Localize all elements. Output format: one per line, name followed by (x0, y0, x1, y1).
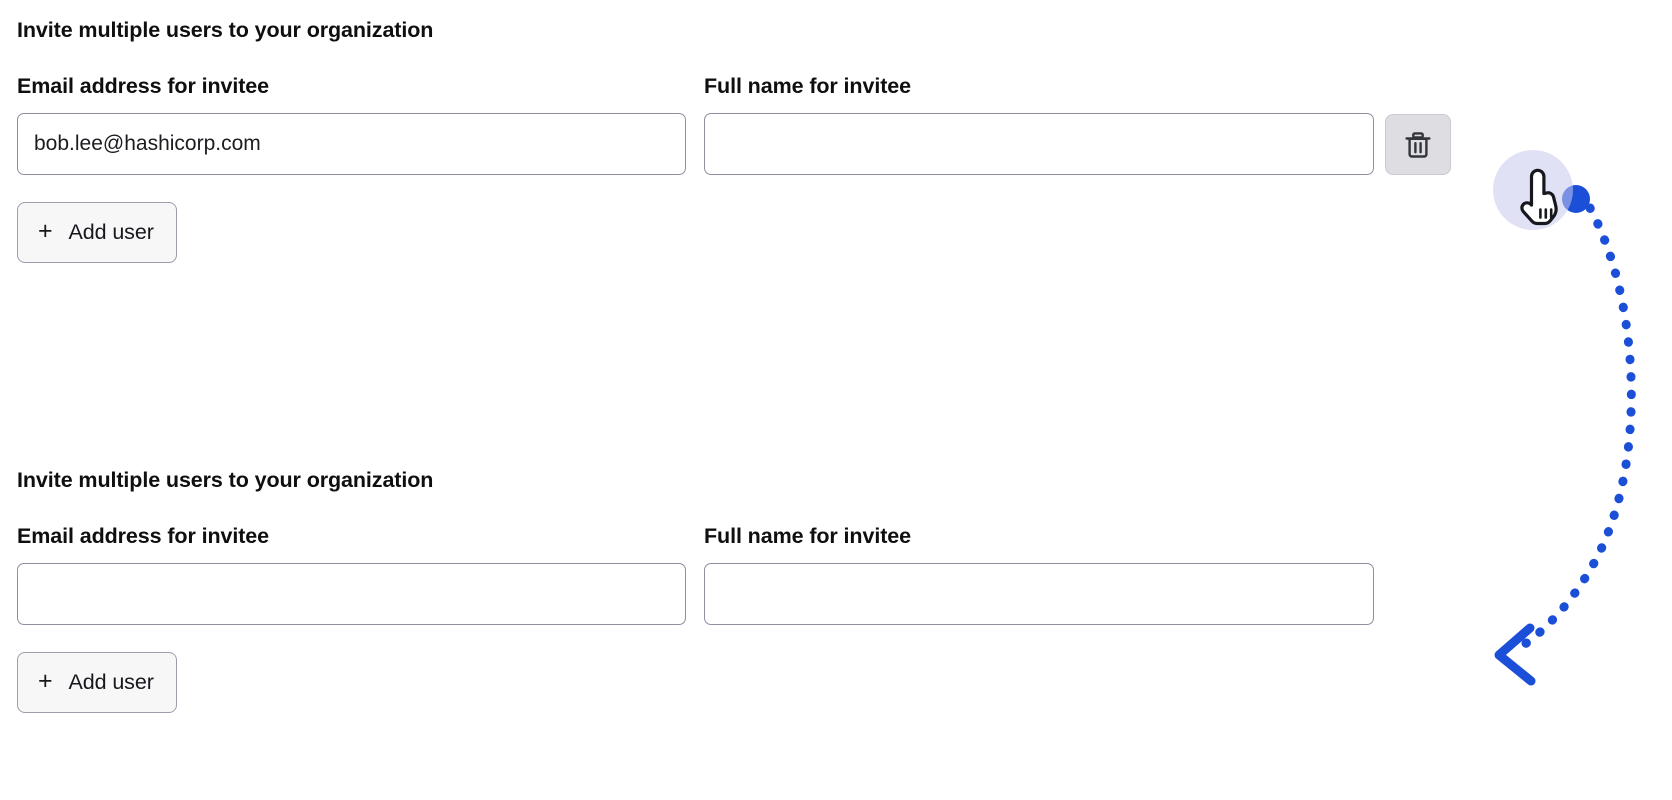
email-field-group: Email address for invitee (17, 73, 686, 175)
add-user-button-2[interactable]: + Add user (17, 652, 177, 713)
trash-icon (1405, 131, 1431, 159)
email-field-group-2: Email address for invitee (17, 523, 686, 625)
add-user-button[interactable]: + Add user (17, 202, 177, 263)
invitee-fields-row: Email address for invitee Full name for … (17, 73, 1577, 175)
page-title-2: Invite multiple users to your organizati… (17, 468, 434, 492)
add-user-button-label: Add user (68, 220, 154, 244)
email-field-label: Email address for invitee (17, 74, 270, 98)
full-name-input-2[interactable] (704, 563, 1374, 625)
delete-invitee-button[interactable] (1385, 114, 1451, 175)
full-name-field-label-2: Full name for invitee (704, 524, 911, 548)
email-input[interactable] (17, 113, 686, 175)
email-input-2[interactable] (17, 563, 686, 625)
add-user-button-label-2: Add user (68, 670, 154, 694)
full-name-field-group: Full name for invitee (704, 73, 1374, 175)
full-name-input[interactable] (704, 113, 1374, 175)
email-field-label-2: Email address for invitee (17, 524, 270, 548)
invite-section-2: Invite multiple users to your organizati… (17, 466, 1577, 713)
invitee-fields-row-2: Email address for invitee Full name for … (17, 523, 1577, 625)
invite-section-1: Invite multiple users to your organizati… (17, 16, 1577, 263)
plus-icon-2: + (38, 667, 53, 695)
page-title: Invite multiple users to your organizati… (17, 18, 434, 42)
plus-icon: + (38, 217, 53, 245)
full-name-field-label: Full name for invitee (704, 74, 911, 98)
full-name-field-group-2: Full name for invitee (704, 523, 1374, 625)
